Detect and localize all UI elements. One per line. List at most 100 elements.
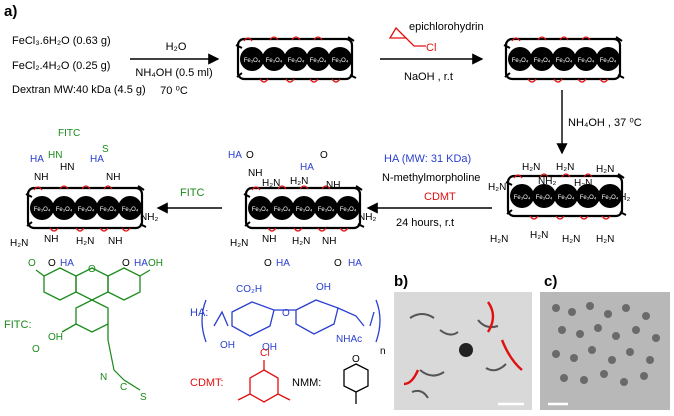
svg-text:O: O	[334, 258, 342, 269]
ha-nanoparticle: HA O O HA NH H₂N H₂N NH H₂N NH H₂N NH NH…	[228, 150, 376, 269]
fe3o4-core-label: Fe₃O₄	[244, 58, 261, 64]
svg-text:H₂N: H₂N	[262, 178, 280, 189]
nmm-o: O	[352, 354, 360, 365]
svg-text:NH: NH	[106, 172, 120, 183]
svg-text:FITC: FITC	[58, 128, 80, 139]
svg-text:NH: NH	[262, 234, 276, 245]
fe3o4-core-label: Fe₃O₄	[602, 195, 619, 201]
reagent-fecl3: FeCl₃.6H₂O (0.63 g)	[12, 35, 111, 47]
svg-text:O: O	[246, 150, 254, 161]
fe3o4-core-label: Fe₃O₄	[310, 58, 327, 64]
fe3o4-core-label: Fe₃O₄	[34, 207, 51, 213]
svg-text:O: O	[264, 258, 272, 269]
ha-o-link: O	[282, 308, 290, 319]
svg-text:HA: HA	[300, 162, 314, 173]
svg-text:H₂N: H₂N	[556, 162, 574, 173]
fitc-o: O	[28, 258, 36, 269]
ha-repeat-n: n	[380, 346, 386, 357]
svg-text:HN: HN	[48, 150, 62, 161]
fe3o4-core-label: Fe₃O₄	[536, 195, 553, 201]
fitc-carbonyl-o: O	[32, 344, 40, 355]
cdmt-structure	[237, 360, 291, 403]
cdmt-label: CDMT:	[190, 377, 224, 389]
fe3o4-core-label: Fe₃O₄	[340, 207, 357, 213]
tem-image-c-features	[548, 302, 660, 406]
reagent-fecl2: FeCl₂.4H₂O (0.25 g)	[12, 60, 110, 72]
svg-text:HA: HA	[60, 258, 74, 269]
ha-oh-mid: OH	[262, 342, 277, 353]
svg-text:HA: HA	[90, 154, 104, 165]
svg-text:NH₂: NH₂	[538, 176, 556, 187]
step1-base: NH₄OH (0.5 ml)	[135, 67, 212, 79]
svg-text:NH: NH	[34, 172, 48, 183]
svg-text:NH: NH	[248, 168, 262, 179]
ha-structure	[213, 299, 375, 337]
fitc-ring-o: O	[88, 264, 96, 275]
fe3o4-core-label: Fe₃O₄	[578, 58, 595, 64]
svg-text:NH₂: NH₂	[612, 192, 630, 203]
svg-text:HN: HN	[60, 162, 74, 173]
fitc-nanoparticle: FITC HN S HN HA HA NH NH H₂N NH H₂N NH N…	[10, 128, 158, 269]
fitc-s: S	[140, 392, 147, 403]
fitc-acid-oh: OH	[48, 332, 63, 343]
svg-text:NH: NH	[326, 180, 340, 191]
svg-text:O: O	[122, 258, 130, 269]
nmm-structure	[343, 363, 369, 404]
svg-text:H₂N: H₂N	[596, 234, 614, 245]
step3-conditions: NH₄OH , 37 ⁰C	[568, 117, 642, 129]
step2-conditions: NaOH , r.t	[404, 71, 453, 83]
fitc-n: N	[100, 372, 107, 383]
svg-text:H₂N: H₂N	[230, 238, 248, 249]
svg-text:NH₂: NH₂	[140, 212, 158, 223]
fe3o4-core-label: Fe₃O₄	[556, 58, 573, 64]
svg-text:H₂N: H₂N	[76, 236, 94, 247]
ha-ho: OH	[220, 340, 235, 351]
fitc-c: C	[120, 382, 127, 393]
svg-text:H₂N: H₂N	[490, 234, 508, 245]
svg-text:H₂N: H₂N	[10, 238, 28, 249]
ha-oh-top: OH	[316, 282, 331, 293]
svg-text:S: S	[102, 144, 109, 155]
epichlorohydrin-structure: Cl	[388, 26, 436, 54]
svg-text:HA: HA	[30, 154, 44, 165]
step4-coupling: CDMT	[424, 191, 456, 203]
step5-reagent: FITC	[180, 187, 204, 199]
fitc-oh: OH	[148, 258, 163, 269]
fe3o4-core-label: Fe₃O₄	[534, 58, 551, 64]
step1-solvent: H₂O	[166, 41, 187, 53]
svg-text:HA: HA	[348, 258, 362, 269]
svg-text:HA: HA	[134, 258, 148, 269]
epichlorohydrin-cl: Cl	[426, 42, 436, 54]
panel-label-a: a)	[4, 3, 17, 20]
svg-text:NH: NH	[108, 236, 122, 247]
svg-text:HA: HA	[276, 258, 290, 269]
fitc-label: FITC:	[4, 319, 32, 331]
fe3o4-core-label: Fe₃O₄	[78, 207, 95, 213]
step4-ha: HA (MW: 31 KDa)	[384, 153, 471, 165]
fe3o4-core-label: Fe₃O₄	[512, 58, 529, 64]
svg-text:H₂N: H₂N	[290, 176, 308, 187]
fitc-structure	[35, 267, 151, 340]
svg-text:H₂N: H₂N	[596, 164, 614, 175]
ha-co2h: CO₂H	[236, 284, 262, 295]
fe3o4-core-label: Fe₃O₄	[514, 195, 531, 201]
svg-text:H₂N: H₂N	[522, 162, 540, 173]
fe3o4-core-label: Fe₃O₄	[318, 207, 335, 213]
svg-text:NH: NH	[44, 234, 58, 245]
svg-text:NH: NH	[322, 236, 336, 247]
fe3o4-core-label: Fe₃O₄	[288, 58, 305, 64]
panel-label-c: c)	[544, 273, 557, 290]
nmm-label: NMM:	[292, 377, 321, 389]
fe3o4-core-label: Fe₃O₄	[266, 58, 283, 64]
fe3o4-core-label: Fe₃O₄	[600, 58, 617, 64]
cdmt-cl: Cl	[260, 348, 269, 359]
svg-text:H₂N: H₂N	[530, 230, 548, 241]
fe3o4-core-label: Fe₃O₄	[56, 207, 73, 213]
fe3o4-core-label: Fe₃O₄	[252, 207, 269, 213]
fe3o4-core-label: Fe₃O₄	[100, 207, 117, 213]
amine-nanoparticle: H₂N H₂N H₂N H₂N NH₂ H₂N H₂N H₂N H₂N H₂N …	[488, 162, 630, 245]
ha-label: HA:	[190, 307, 208, 319]
svg-text:H₂N: H₂N	[562, 234, 580, 245]
fe3o4-core-label: Fe₃O₄	[296, 207, 313, 213]
